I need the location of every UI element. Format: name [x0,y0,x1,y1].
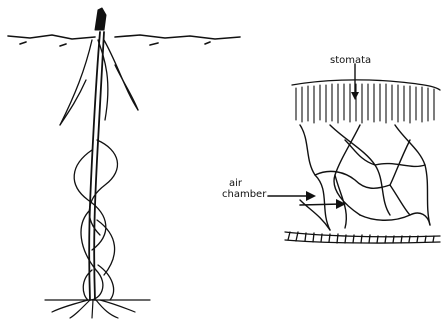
main-stem [89,32,104,300]
palisade-cells [296,84,434,123]
submerged-leaves [74,140,117,300]
riverbed-roots [45,300,150,318]
plant-drawing [8,8,240,318]
stomata-arrow [351,64,359,100]
air-chamber-label-line1: air [229,178,242,189]
stomata-label: stomata [330,55,371,66]
flower-spike [95,8,106,30]
water-surface-line [8,35,240,46]
lower-epidermis [285,232,440,243]
spongy-mesophyll [300,125,430,230]
leaf-cross-section [268,64,440,243]
air-chamber-label-line2: chamber [222,189,266,200]
